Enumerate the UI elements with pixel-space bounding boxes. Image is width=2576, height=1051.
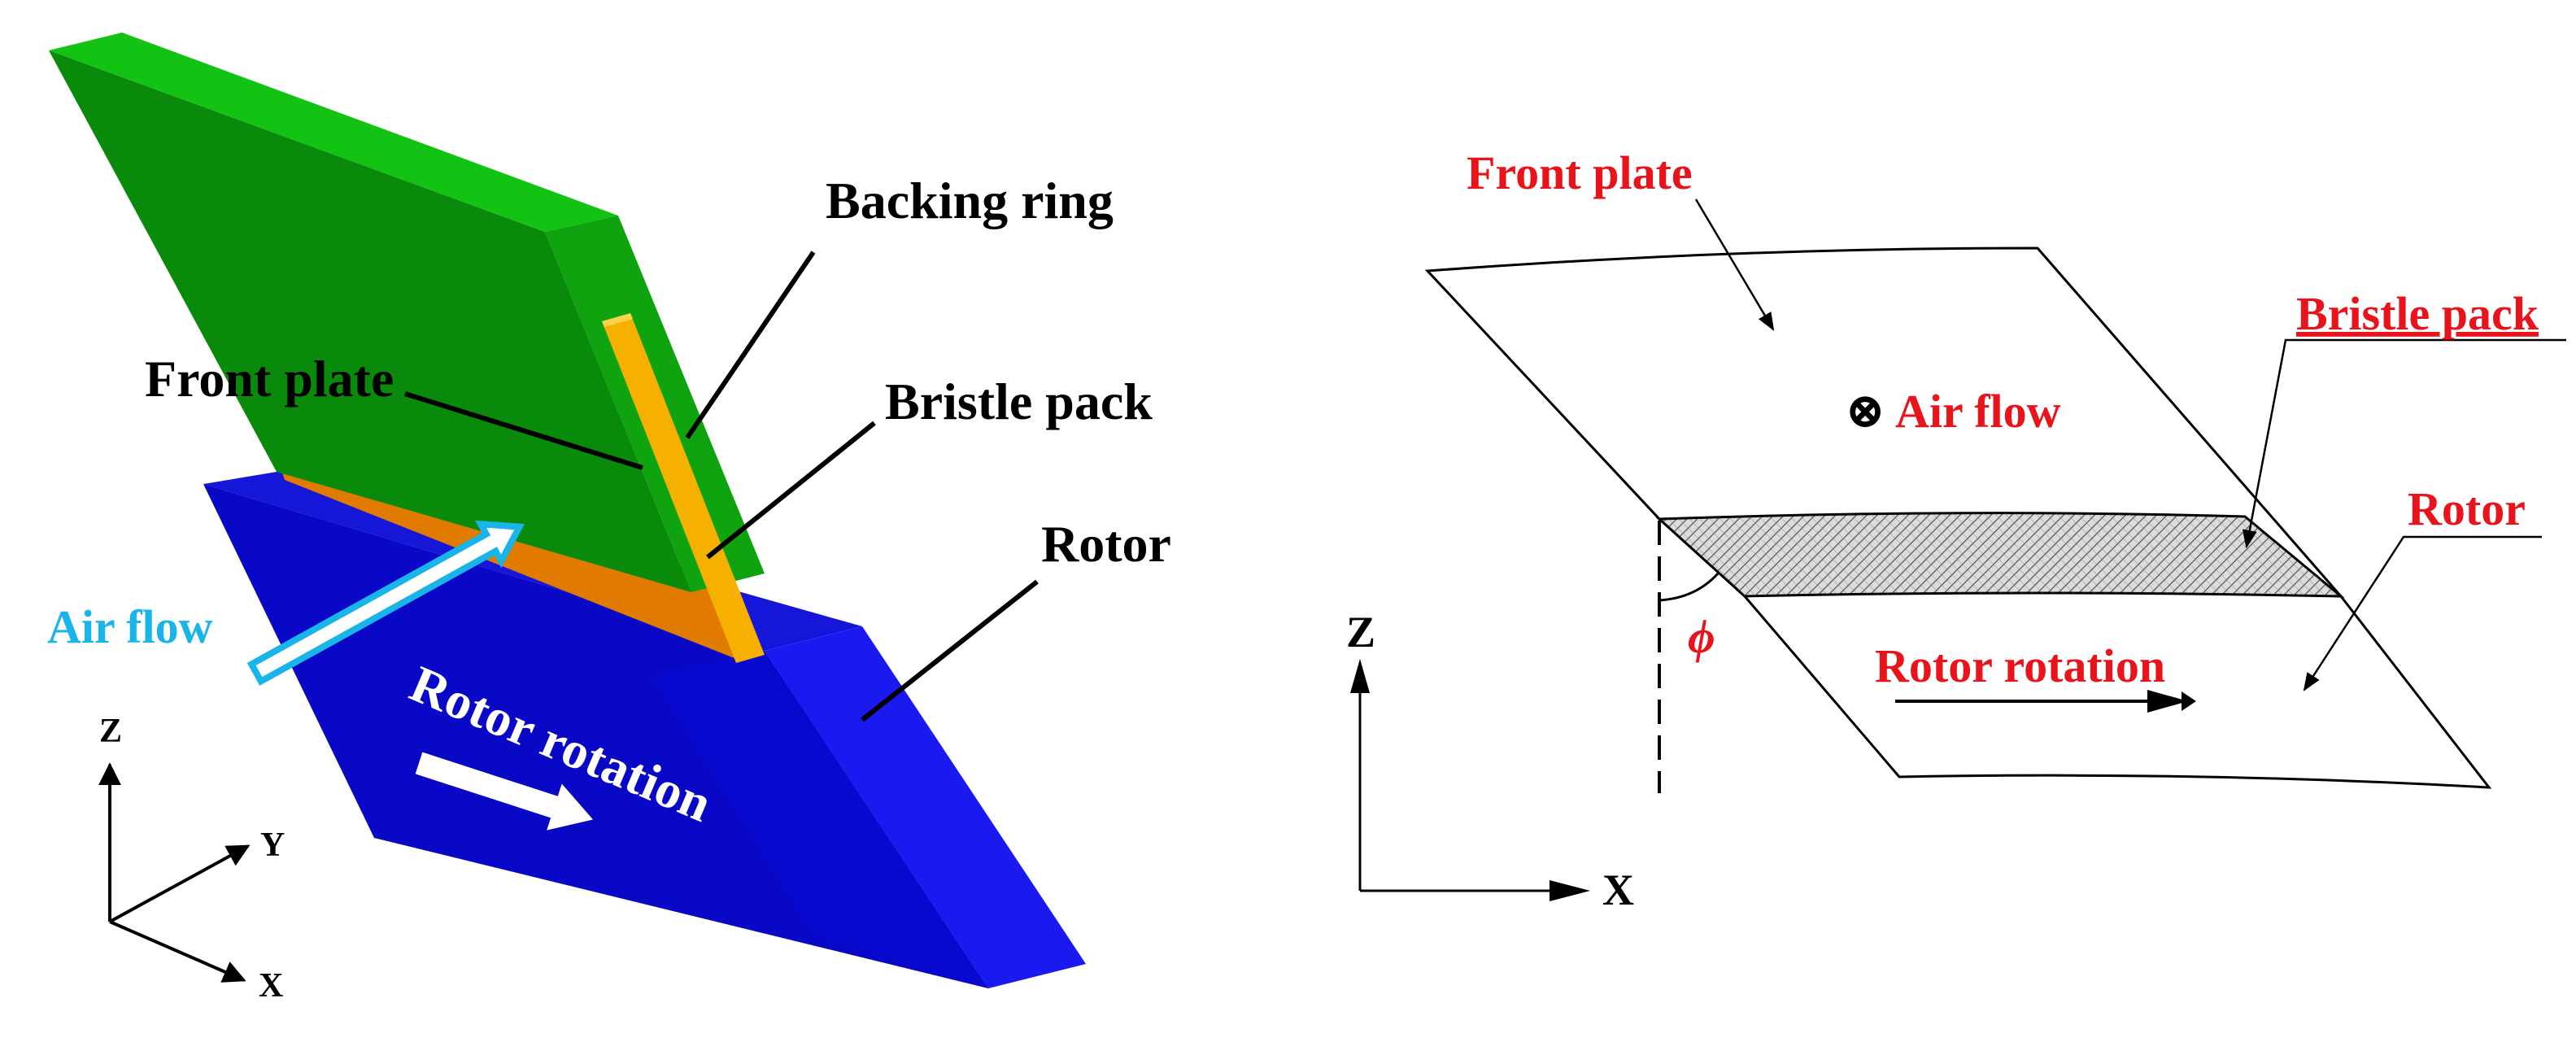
right-axes: Z X	[1346, 608, 1634, 914]
rotor-side-face	[765, 626, 1086, 988]
front-plate-leader-2d	[1694, 198, 1775, 331]
air-flow-label: Air flow	[47, 600, 213, 653]
air-flow-arrow-3d	[246, 520, 525, 686]
rotor-rotation-arrowhead	[2147, 690, 2188, 713]
backing-ring-leader	[685, 251, 816, 439]
right-schematic-panel: ϕ Front plate ⊗ Air flow Bristle pack Ro…	[1346, 146, 2566, 914]
rotor-front-shade	[651, 651, 988, 988]
angle-phi-label: ϕ	[1688, 610, 1715, 663]
left-axis-x-label: X	[259, 967, 283, 1005]
bristle-pack-leader	[706, 421, 876, 560]
left-3d-panel: Backing ring Front plate Bristle pack Ro…	[47, 33, 1171, 1005]
backing-ring-strip	[602, 313, 765, 663]
backing-ring-face	[602, 313, 765, 663]
bristle-pack-leader-2d	[2242, 338, 2566, 549]
bristle-pack-label: Bristle pack	[885, 373, 1153, 430]
front-plate-label-2d: Front plate	[1467, 146, 1693, 199]
left-axes: Z Y X	[98, 713, 285, 1005]
air-flow-label-2d: Air flow	[1895, 385, 2061, 438]
rotor-leader	[861, 579, 1039, 722]
angle-arc	[1658, 572, 1720, 602]
front-plate-outline	[1424, 246, 2344, 598]
backing-ring-edge	[602, 313, 633, 327]
front-plate-leader	[404, 391, 643, 470]
left-axis-y-label: Y	[260, 826, 285, 864]
bristle-pack-label-2d: Bristle pack	[2296, 287, 2539, 340]
rotor-leader-2d	[2303, 535, 2542, 691]
backing-ring-label: Backing ring	[826, 172, 1114, 229]
rotor-label: Rotor	[1041, 515, 1171, 573]
right-axis-z-label: Z	[1346, 608, 1375, 656]
left-axis-z-label: Z	[99, 713, 122, 750]
right-axis-x-label: X	[1602, 866, 1634, 914]
front-plate-label: Front plate	[145, 350, 394, 408]
front-plate-main-face	[49, 50, 691, 592]
front-plate-3d	[49, 33, 765, 592]
air-flow-symbol: ⊗	[1845, 384, 1885, 438]
rotor-rotation-arrow-3d	[415, 752, 593, 831]
rotor-label-2d: Rotor	[2408, 482, 2526, 535]
rotor-rotation-label-2d: Rotor rotation	[1875, 639, 2165, 692]
front-plate-top-face	[49, 33, 618, 232]
